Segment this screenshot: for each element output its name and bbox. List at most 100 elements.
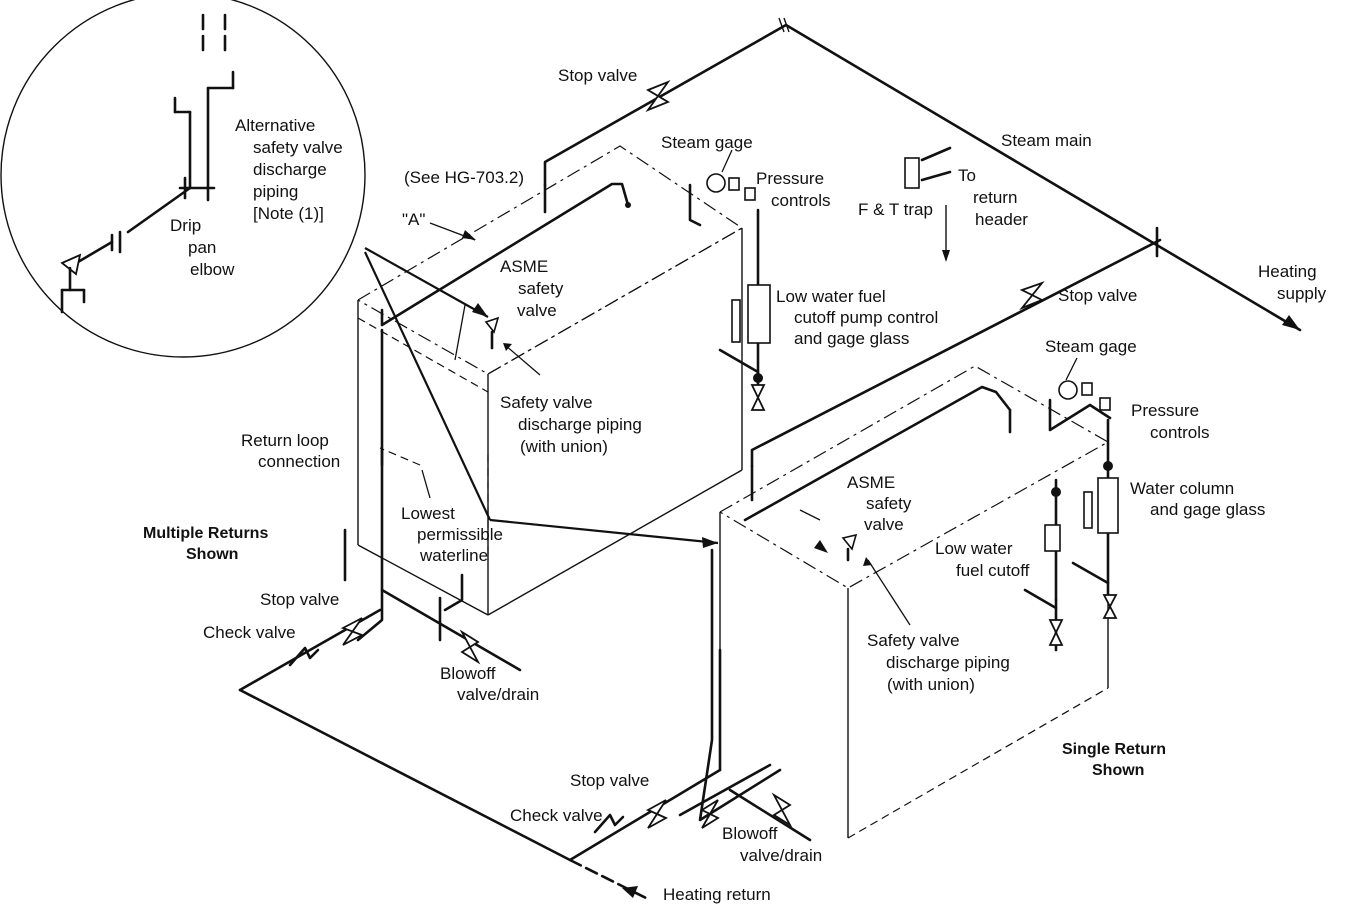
steam-gage-left-icon [706,173,726,193]
stop-valve-bottom-label: Stop valve [570,771,649,790]
stop-valve-left-label: Stop valve [260,590,339,609]
alt-discharge-label-2: safety valve [253,138,343,157]
heating-supply-arrow [1282,315,1300,330]
detail-a-label: "A" [402,210,425,229]
detail-callout-arrow-right [702,537,718,548]
right-gage-valve-icon [1102,594,1118,619]
right-boiler-bottom-right [847,687,1109,839]
steam-piping [238,17,1302,902]
asme-right-valve-icon [841,533,858,551]
steam-main-pipe [543,23,1302,332]
water-column-box [1097,477,1119,534]
stop-valve-top-label: Stop valve [558,66,637,85]
lwfc-pump-label-2: cutoff pump control [794,308,938,327]
steam-main-label: Steam main [1001,131,1092,150]
stop-valve-mid-label: Stop valve [1058,286,1137,305]
single-return-label-1: Single Return [1062,741,1166,758]
alt-discharge-label-1: Alternative [235,116,315,135]
left-return-riser [356,328,384,642]
stop-valve-bottom-icon [645,799,669,829]
check-valve-left-label: Check valve [203,623,296,642]
asme-left-label-3: valve [517,301,557,320]
alt-discharge-label-4: piping [253,182,298,201]
blowoff-left-label-2: valve/drain [457,685,539,704]
multiple-returns-label-1: Multiple Returns [143,525,268,542]
labels: Stop valve Steam gage Steam main (See HG… [143,66,1327,904]
pressure-controls-left-label-1: Pressure [756,169,824,188]
steam-gage-right-label: Steam gage [1045,337,1137,356]
check-valve-left-icon [288,646,320,667]
steam-gage-left-label: Steam gage [661,133,753,152]
heating-supply-label-1: Heating [1258,262,1317,281]
lowest-waterline-label-2: permissible [417,525,503,544]
leader-lines [379,149,1078,626]
heating-return-arrow [622,886,638,898]
asme-left-valve-icon [484,316,500,334]
valves [288,80,1118,834]
left-boiler-bottom-right [487,469,743,616]
blowoff-left-icon [459,629,481,665]
left-boiler-waterline [357,317,489,393]
asme-right-label-3: valve [864,515,904,534]
blowoff-bottom-label-2: valve/drain [740,846,822,865]
low-water-fuel-cutoff-label-1: Low water [935,539,1013,558]
ft-trap-label: F & T trap [858,200,933,219]
water-column-label-2: and gage glass [1150,500,1265,519]
detail-circle [0,0,366,358]
detail-callout-line-lower [364,251,491,521]
right-return-riser [698,548,782,822]
to-return-label-3: header [975,210,1028,229]
right-boiler-top [719,365,1110,589]
pressure-controls-left-label-2: controls [771,191,831,210]
low-water-fuel-cutoff-box [1044,524,1061,552]
sv-piping-right-label-3: (with union) [887,675,975,694]
single-return-label-2: Shown [1092,762,1144,779]
drip-pan-elbow-label-2: pan [188,238,216,257]
left-header-pipe [380,182,630,327]
detail-callout-line-right [489,518,719,545]
water-column-label-1: Water column [1130,479,1234,498]
asme-right-label-1: ASME [847,473,895,492]
asme-left-label-2: safety [518,279,564,298]
heating-supply-label-2: supply [1277,284,1327,303]
right-fuel-cutoff-valve-icon [1048,619,1064,646]
pressure-controls-right-label-1: Pressure [1131,401,1199,420]
alt-discharge-label-5: [Note (1)] [253,204,324,223]
mid-steam-pipe [750,238,1162,468]
asme-left-label-1: ASME [500,257,548,276]
sv-piping-right-label-2: discharge piping [886,653,1010,672]
to-return-label-1: To [958,166,976,185]
blowoff-bottom-b-icon [771,792,793,828]
check-valve-bottom-icon [593,813,625,834]
drip-pan-elbow-label-1: Drip [170,216,201,235]
blowoff-left-label-1: Blowoff [440,664,496,683]
lwfc-pump-control-box [747,284,771,344]
to-return-label-2: return [973,188,1017,207]
blowoff-bottom-label-1: Blowoff [722,824,778,843]
blowoff-bottom-a-icon [700,799,720,829]
check-valve-bottom-label: Check valve [510,806,603,825]
see-ref-label: (See HG-703.2) [404,168,524,187]
stop-valve-left-icon [340,617,365,646]
sv-piping-left-label-2: discharge piping [518,415,642,434]
alt-discharge-piping [60,13,235,314]
pressure-controls-right-label-2: controls [1150,423,1210,442]
left-boiler-bottom-left [357,544,489,616]
asme-right-label-2: safety [866,494,912,513]
right-header-pipe [743,385,1012,522]
low-water-fuel-cutoff-label-2: fuel cutoff [956,561,1030,580]
lwfc-pump-label-3: and gage glass [794,329,909,348]
alt-discharge-label-3: discharge [253,160,327,179]
return-loop-label-1: Return loop [241,431,329,450]
left-boiler-top [357,145,744,375]
lowest-waterline-label-1: Lowest [401,504,455,523]
detail-callout-line-upper [364,247,489,318]
multiple-returns-label-2: Shown [186,546,238,563]
steam-gage-right-icon [1058,380,1078,400]
stop-valve-mid-icon [1019,281,1045,311]
sv-piping-left-label-3: (with union) [520,437,608,456]
return-loop-label-2: connection [258,452,340,471]
left-boiler-top-front [487,227,743,375]
